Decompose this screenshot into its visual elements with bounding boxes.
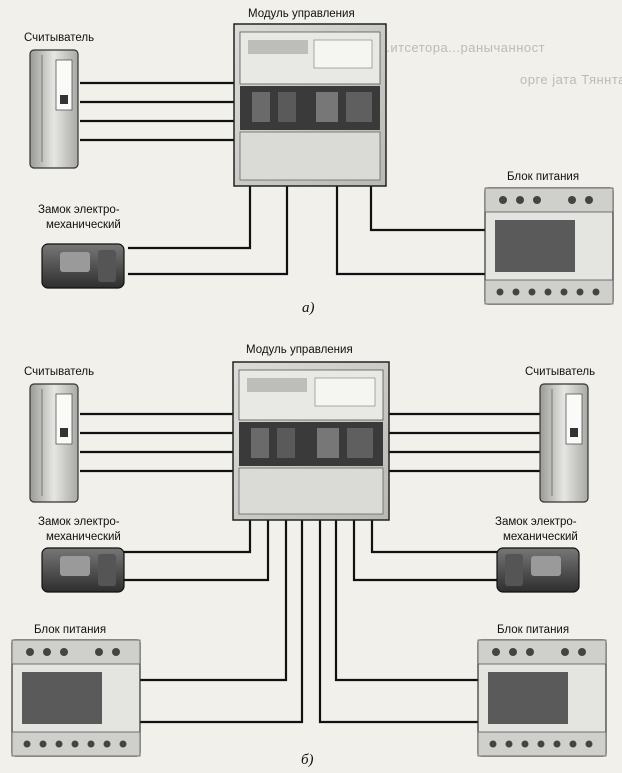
wires-a-lock [128,186,287,274]
lock-left-label-b-line2: механический [46,531,121,544]
wires-b-reader-right [389,414,540,471]
reader-a [30,50,78,168]
reader-label-a: Считыватель [24,32,94,45]
power-supply-label-a: Блок питания [507,171,579,184]
power-right-label-b: Блок питания [497,624,569,637]
reader-left-label-b: Считыватель [24,366,94,379]
control-module-label-a: Модуль управления [248,8,355,21]
wires-b-power [140,520,478,722]
lock-left-label-b-line1: Замок электро- [38,516,120,529]
caption-b: б) [301,752,314,769]
control-module-b [233,362,389,520]
control-module-a [234,24,386,186]
reader-b-right [540,384,588,502]
lock-right-label-b-line2: механический [503,531,578,544]
power-supply-b-left [12,640,140,756]
lock-right-label-b-line1: Замок электро- [495,516,577,529]
power-left-label-b: Блок питания [34,624,106,637]
reader-b-left [30,384,78,502]
electromechanical-lock-b-left [42,548,124,592]
control-module-label-b: Модуль управления [246,344,353,357]
power-supply-a [485,188,613,304]
caption-a: а) [302,300,315,317]
electromechanical-lock-b-right [497,548,579,592]
lock-label-a-line2: механический [46,219,121,232]
lock-label-a-line1: Замок электро- [38,204,120,217]
reader-right-label-b: Считыватель [525,366,595,379]
power-supply-b-right [478,640,606,756]
wires-a-reader [80,83,234,140]
electromechanical-lock-a [42,244,124,288]
wires-a-power [337,186,485,274]
wires-b-reader-left [80,414,233,471]
wires-b-locks [124,520,497,580]
